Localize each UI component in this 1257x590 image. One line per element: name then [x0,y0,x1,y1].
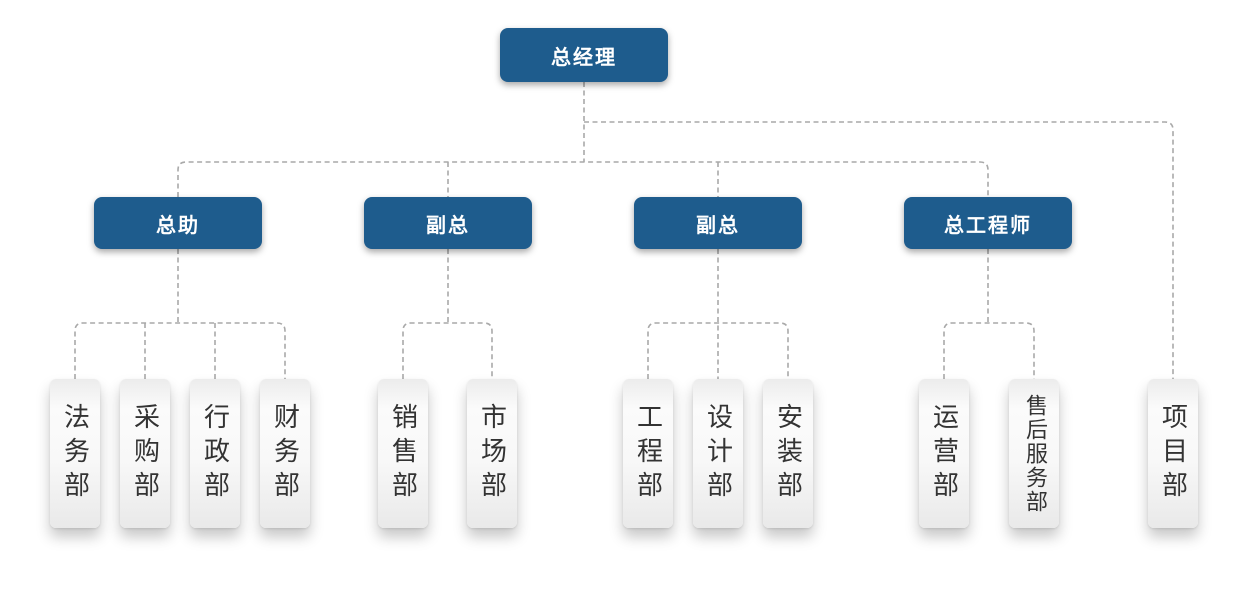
connector-root-to-project [584,121,1174,379]
org-node-general-manager: 总经理 [500,28,668,82]
org-node-engineering-dept-label: 工程部 [632,402,663,505]
org-node-chief-engineer-label: 总工程师 [944,212,1032,237]
org-node-legal-dept-label: 法务部 [59,402,90,505]
org-node-marketing-dept: 市场部 [467,379,517,528]
connector-chief-rail [943,322,1035,379]
org-node-design-dept: 设计部 [693,379,743,528]
org-node-after-sales-dept: 售后服务部 [1009,379,1059,528]
org-node-general-assistant: 总助 [94,197,262,249]
org-node-legal-dept: 法务部 [50,379,100,528]
org-node-project-dept-label: 项目部 [1157,402,1188,505]
org-node-procurement-dept: 采购部 [120,379,170,528]
org-node-project-dept: 项目部 [1148,379,1198,528]
connector-vice2-rail [647,322,789,379]
connector-assistant-stubs [144,323,216,379]
org-node-engineering-dept: 工程部 [623,379,673,528]
org-node-admin-dept: 行政部 [190,379,240,528]
org-node-installation-dept-label: 安装部 [772,402,803,505]
org-node-sales-dept: 销售部 [378,379,428,528]
org-node-operations-dept: 运营部 [919,379,969,528]
org-node-vice-general-2-label: 副总 [696,212,740,237]
org-node-procurement-dept-label: 采购部 [129,402,160,505]
connector-level2-rail [177,161,989,197]
org-node-finance-dept-label: 财务部 [269,402,300,505]
org-node-vice-general-1-label: 副总 [426,212,470,237]
org-node-after-sales-dept-label: 售后服务部 [1022,393,1047,514]
connector-vice1-rail [402,322,493,379]
org-node-finance-dept: 财务部 [260,379,310,528]
org-node-installation-dept: 安装部 [763,379,813,528]
org-node-marketing-dept-label: 市场部 [476,402,507,505]
org-node-operations-dept-label: 运营部 [928,402,959,505]
org-node-admin-dept-label: 行政部 [199,402,230,505]
org-node-vice-general-1: 副总 [364,197,532,249]
connector-assistant-rail [74,322,286,379]
org-node-chief-engineer: 总工程师 [904,197,1072,249]
org-node-design-dept-label: 设计部 [702,402,733,505]
org-node-sales-dept-label: 销售部 [387,402,418,505]
org-node-general-manager-label: 总经理 [551,44,617,69]
org-node-vice-general-2: 副总 [634,197,802,249]
org-node-general-assistant-label: 总助 [156,212,200,237]
